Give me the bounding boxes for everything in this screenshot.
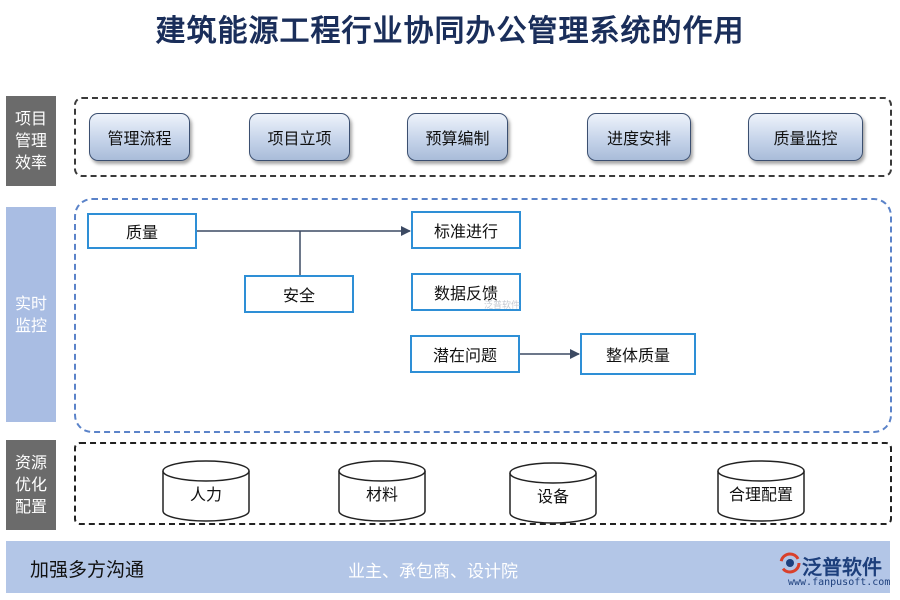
section-label-project: 项目管理效率 <box>6 96 56 186</box>
project-frame <box>74 97 892 177</box>
node-quality-label: 质量 <box>125 223 158 242</box>
logo-name: 泛普软件 <box>802 555 882 579</box>
project-item: 项目立项 <box>249 113 350 161</box>
brand-logo: 泛普软件 www.fanpusoft.com <box>776 547 890 591</box>
project-item-label: 进度安排 <box>606 129 671 148</box>
node-feedback-label: 数据反馈 <box>433 284 498 303</box>
node-safety: 安全 <box>244 275 354 313</box>
project-item: 管理流程 <box>89 113 190 161</box>
project-item-label: 质量监控 <box>773 129 838 148</box>
resource-label: 合理配置 <box>728 485 793 504</box>
node-overall-label: 整体质量 <box>605 346 670 365</box>
section-label-monitor-text: 实时监控 <box>14 293 47 335</box>
section-label-resource: 资源优化配置 <box>6 440 56 530</box>
node-standard-label: 标准进行 <box>433 222 498 241</box>
project-item-label: 管理流程 <box>107 129 172 148</box>
resource-frame <box>74 442 892 525</box>
node-issues: 潜在问题 <box>410 335 520 373</box>
bottom-bar: 加强多方沟通 业主、承包商、设计院 泛普软件 www.fanpusoft.com <box>6 541 890 593</box>
node-feedback: 数据反馈 <box>411 273 521 311</box>
bottom-middle-text: 业主、承包商、设计院 <box>348 562 518 582</box>
resource-cylinder: 合理配置 <box>716 459 806 523</box>
project-item: 质量监控 <box>748 113 863 161</box>
node-quality: 质量 <box>87 213 197 249</box>
resource-label: 人力 <box>189 485 222 504</box>
logo-url: www.fanpusoft.com <box>788 577 891 588</box>
section-label-project-text: 项目管理效率 <box>14 109 47 172</box>
monitor-frame <box>74 198 892 433</box>
resource-cylinder: 材料 <box>337 459 427 523</box>
logo-swirl-icon <box>779 552 801 574</box>
diagram-title: 建筑能源工程行业协同办公管理系统的作用 <box>155 14 745 49</box>
section-label-resource-text: 资源优化配置 <box>14 453 47 516</box>
project-item-label: 预算编制 <box>425 129 490 148</box>
project-item-label: 项目立项 <box>267 129 332 148</box>
bottom-left-text: 加强多方沟通 <box>30 559 145 581</box>
node-standard: 标准进行 <box>411 211 521 249</box>
project-item: 预算编制 <box>407 113 508 161</box>
node-safety-label: 安全 <box>282 286 315 305</box>
node-overall: 整体质量 <box>580 333 696 375</box>
resource-cylinder: 人力 <box>161 459 251 523</box>
watermark: 泛普软件 <box>484 301 521 311</box>
node-issues-label: 潜在问题 <box>432 346 497 365</box>
resource-cylinder: 设备 <box>508 461 598 525</box>
project-item: 进度安排 <box>587 113 691 161</box>
resource-label: 材料 <box>365 485 398 504</box>
resource-label: 设备 <box>536 487 569 506</box>
section-label-monitor: 实时监控 <box>6 207 56 422</box>
